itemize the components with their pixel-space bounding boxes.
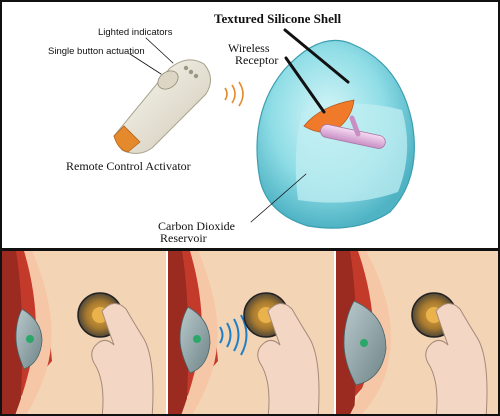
- label-wireless-line1: Wireless: [228, 41, 270, 55]
- silicone-shell: [256, 39, 415, 229]
- implant-illustration: [113, 28, 415, 229]
- implant-diagram-panel: Lighted indicators Single button actuati…: [2, 2, 498, 248]
- label-textured-shell: Textured Silicone Shell: [214, 11, 342, 26]
- label-single-button: Single button actuation: [48, 46, 145, 57]
- label-co2-line2: Reservoir: [160, 231, 207, 245]
- hand-icon: [257, 303, 320, 414]
- hand-icon: [425, 303, 488, 414]
- frame-2: [168, 251, 334, 414]
- actuation-button: [157, 70, 179, 90]
- activation-sequence-panel: [2, 251, 498, 414]
- wireless-waves-icon: [219, 314, 248, 356]
- activation-sequence-illustration: [2, 251, 498, 414]
- panel-divider: [2, 248, 498, 251]
- frame-1: [2, 251, 166, 414]
- label-remote-control: Remote Control Activator: [66, 159, 191, 173]
- co2-reservoir: [320, 115, 386, 149]
- wireless-receptor: [303, 99, 355, 133]
- indicator-light: [183, 65, 189, 71]
- hand-icon: [91, 303, 154, 414]
- label-lighted-indicators: Lighted indicators: [98, 27, 173, 38]
- frame-3: [336, 251, 498, 414]
- label-wireless-line2: Receptor: [235, 53, 279, 67]
- remote-control-icon: [113, 59, 211, 154]
- wireless-waves-icon: [224, 81, 244, 107]
- label-co2-line1: Carbon Dioxide: [158, 219, 235, 233]
